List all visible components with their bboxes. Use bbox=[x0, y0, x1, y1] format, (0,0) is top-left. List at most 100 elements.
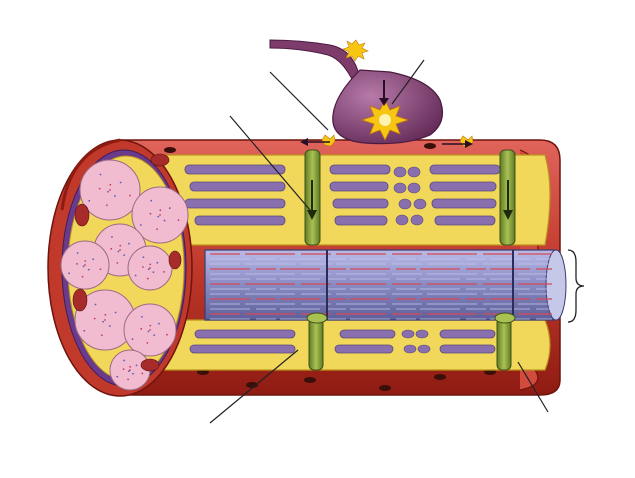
myofibril-bracket bbox=[567, 249, 585, 323]
fibril-speckle bbox=[152, 271, 155, 274]
leader-line-sr-lower bbox=[209, 349, 299, 424]
fibril-speckle bbox=[163, 219, 166, 222]
fibril-speckle bbox=[139, 224, 142, 226]
fibril-speckle bbox=[88, 199, 91, 202]
fibril-speckle bbox=[128, 242, 130, 245]
fibril-speckle bbox=[109, 325, 111, 327]
fibril-speckle bbox=[84, 260, 87, 262]
t-tubule-right-lower bbox=[496, 317, 512, 371]
fibril-speckle bbox=[76, 263, 78, 265]
fibril-speckle bbox=[105, 204, 108, 207]
sarcolemma-nuclei bbox=[164, 143, 515, 391]
fibril-speckle bbox=[149, 212, 152, 215]
fibril-speckle bbox=[104, 319, 106, 321]
fibril-speckle bbox=[141, 315, 143, 318]
fibril-speckle bbox=[141, 266, 144, 268]
fibril-speckle bbox=[135, 364, 138, 367]
leader-line-burst bbox=[391, 59, 425, 105]
fibril-speckle bbox=[117, 250, 120, 253]
fibril-speckle bbox=[123, 254, 126, 257]
fibril-speckle bbox=[147, 268, 150, 271]
fibril-speckle bbox=[150, 199, 153, 202]
fibril-speckle bbox=[81, 275, 84, 278]
fibril-speckle bbox=[68, 272, 70, 275]
acetylcholine-release-icon bbox=[360, 99, 410, 141]
fibril-speckle bbox=[132, 372, 134, 375]
fibril-speckle bbox=[159, 214, 161, 216]
fibril-speckle bbox=[119, 244, 122, 247]
fibril-speckle bbox=[110, 247, 113, 250]
fibril-speckle bbox=[129, 369, 131, 371]
fibril-speckle bbox=[162, 270, 165, 273]
myofibril-end bbox=[545, 249, 567, 321]
fibril-speckle bbox=[93, 317, 96, 320]
fibril-speckle bbox=[127, 370, 130, 372]
t-tubules bbox=[304, 149, 516, 371]
fibril-speckle bbox=[140, 327, 143, 330]
fibril-speckle bbox=[156, 261, 159, 264]
motor-neuron bbox=[269, 39, 474, 148]
leader-line-t-tubule bbox=[229, 115, 311, 211]
fibril-speckle bbox=[116, 375, 119, 378]
fibril-speckle bbox=[142, 256, 145, 259]
fibril-speckle bbox=[104, 313, 107, 316]
fibril-speckle bbox=[99, 173, 102, 176]
leader-line-sarcolemma bbox=[517, 361, 549, 413]
fibril-speckle bbox=[157, 215, 160, 218]
myofibril-body bbox=[204, 249, 566, 321]
fibril-speckle bbox=[98, 187, 101, 190]
fibril-speckle bbox=[114, 311, 117, 314]
myofibril bbox=[204, 249, 567, 321]
fibril-speckle bbox=[119, 181, 122, 184]
fibril-speckle bbox=[159, 209, 162, 212]
fibril-speckle bbox=[149, 267, 151, 269]
t-tubule-left-lower bbox=[308, 317, 324, 371]
fibril-speckle bbox=[99, 268, 102, 271]
fibril-speckle bbox=[116, 262, 119, 264]
fibril-speckle bbox=[129, 194, 131, 197]
fibril-speckle bbox=[100, 334, 103, 337]
fibril-speckle bbox=[122, 368, 125, 371]
fibril-speckle bbox=[177, 219, 180, 222]
fibril-speckle bbox=[114, 195, 116, 197]
cross-section-fibrils bbox=[60, 159, 189, 391]
fibril-speckle bbox=[92, 258, 95, 261]
leader-lines bbox=[209, 59, 549, 424]
fibril-speckle bbox=[149, 329, 151, 331]
fibril-speckle bbox=[119, 249, 121, 251]
fibril-speckle bbox=[156, 228, 158, 231]
fibril-speckle bbox=[83, 329, 86, 332]
fibril-speckle bbox=[166, 333, 168, 336]
fibril-speckle bbox=[102, 320, 105, 323]
fibril-speckle bbox=[111, 235, 113, 238]
sarcoplasmic-reticulum-lower bbox=[149, 319, 551, 371]
fibril-speckle bbox=[146, 277, 149, 280]
fibril-speckle bbox=[158, 322, 160, 325]
fibril-speckle bbox=[84, 264, 86, 266]
fibril-speckle bbox=[153, 334, 156, 337]
fibril-speckle bbox=[109, 189, 111, 191]
fibril-speckle bbox=[134, 274, 137, 277]
axon-burst bbox=[342, 39, 369, 62]
fibril-speckle bbox=[127, 378, 129, 381]
fibril-speckle bbox=[168, 207, 171, 209]
fibril-speckle bbox=[87, 268, 90, 271]
fibril-speckle bbox=[76, 252, 79, 254]
fibril-speckle bbox=[94, 303, 97, 306]
myofibril-filaments bbox=[210, 253, 552, 320]
fibril-speckle bbox=[129, 365, 132, 368]
leader-line-axon-terminal bbox=[269, 71, 329, 131]
fibril-speckle bbox=[149, 263, 152, 266]
sarcoplasmic-reticulum-upper bbox=[149, 154, 551, 246]
fibril-speckle bbox=[107, 190, 110, 193]
fibril-speckle bbox=[146, 342, 149, 344]
mitochondria bbox=[72, 153, 182, 372]
fibril-speckle bbox=[123, 359, 126, 362]
fibril-speckle bbox=[149, 324, 152, 327]
fibril-speckle bbox=[147, 330, 150, 333]
fiber-cross-section bbox=[47, 138, 193, 397]
fibril-speckle bbox=[82, 265, 85, 268]
fibril-speckle bbox=[131, 338, 134, 341]
